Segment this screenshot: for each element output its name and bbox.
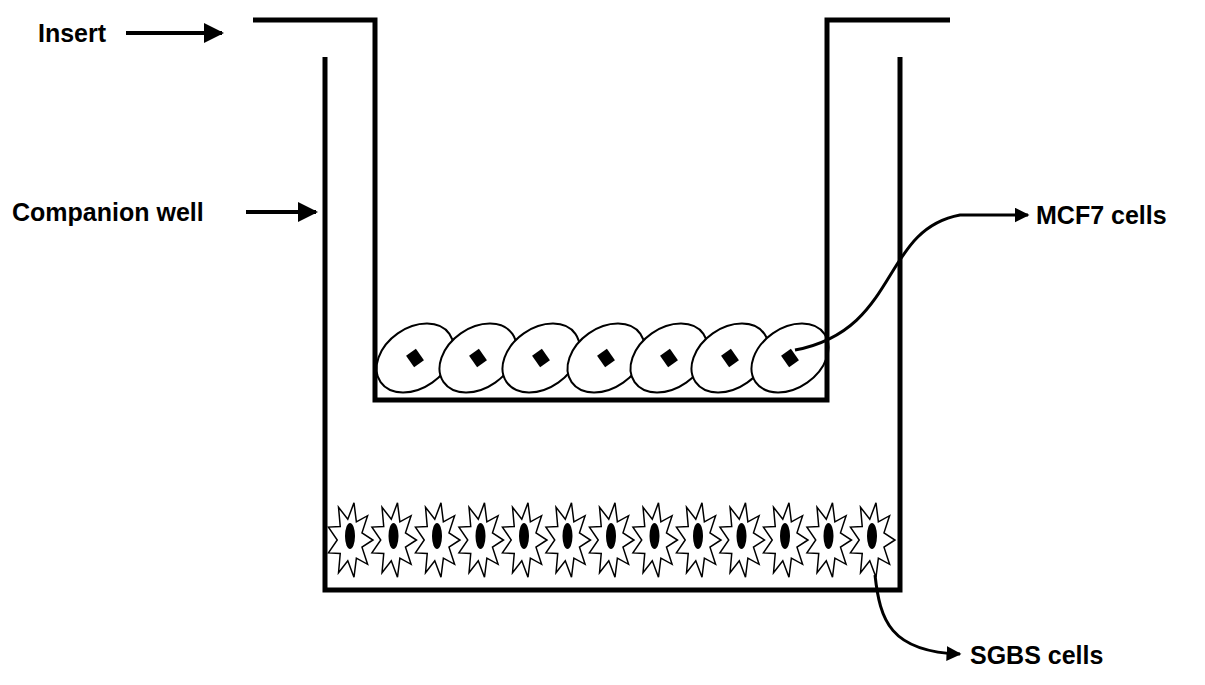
sgbs-cell [328,503,373,577]
sgbs-cell [372,503,417,577]
companion-well-arrow [246,210,316,214]
insert-arrow [126,31,222,35]
insert [253,20,950,400]
mcf7-cell-layer [363,309,841,406]
mcf7-leader [795,215,1028,350]
sgbs-cell [676,503,721,577]
companion-well [325,57,900,590]
sgbs-cell [415,503,460,577]
sgbs-cell [633,503,678,577]
insert-label: Insert [38,18,106,48]
sgbs-cell [589,503,634,577]
sgbs-cell [807,503,852,577]
sgbs-cell [850,503,895,577]
sgbs-cell [459,503,504,577]
cell-label: SGBS cells [970,640,1103,670]
sgbs-cell [763,503,808,577]
cell-label: MCF7 cells [1036,200,1167,230]
sgbs-cell-layer [328,503,895,577]
companion-well-label: Companion well [12,197,204,227]
sgbs-cell [720,503,765,577]
sgbs-leader [875,575,960,654]
sgbs-cell [546,503,591,577]
sgbs-cell [502,503,547,577]
